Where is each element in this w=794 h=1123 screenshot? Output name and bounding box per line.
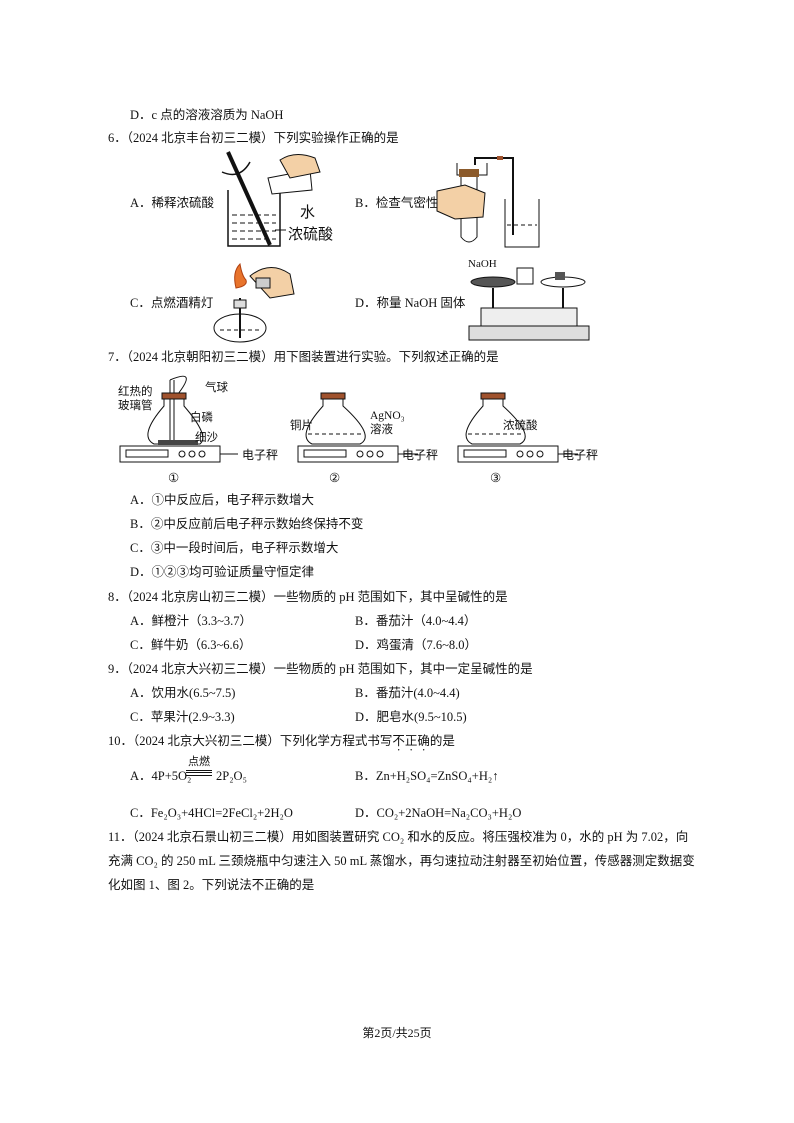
solution-label: 溶液 [370, 424, 393, 436]
page-footer: 第2页/共25页 [362, 1026, 432, 1040]
agno3-label: AgNO₃ [370, 410, 405, 422]
q8-option-d: D．鸡蛋清（7.6~8.0） [355, 638, 478, 652]
q5-option-d: D．c 点的溶液溶质为 NaOH [130, 108, 284, 122]
q11-stem-line-1: 11．（2024 北京石景山初三二模）用如图装置研究 CO₂ 和水的反应。将压强… [108, 830, 689, 844]
water-label: 水 [300, 205, 316, 221]
equals-sign [186, 770, 212, 776]
scale-setups-figure [119, 375, 578, 463]
q6-option-a: A．稀释浓硫酸 [130, 196, 215, 210]
setup-number-3: ③ [490, 471, 502, 485]
q7-option-d: D．①②③均可验证质量守恒定律 [130, 565, 315, 579]
q8-stem: 8．（2024 北京房山初三二模）一些物质的 pH 范围如下，其中呈碱性的是 [108, 590, 508, 604]
q6-option-b: B．检查气密性 [355, 196, 439, 210]
q11-stem-line-3: 化如图 1、图 2。下列说法不正确的是 [108, 878, 315, 892]
q9-option-d: D．肥皂水(9.5~10.5) [355, 710, 467, 724]
q7-option-a: A．①中反应后，电子秤示数增大 [130, 493, 315, 507]
q9-stem: 9．（2024 北京大兴初三二模）一些物质的 pH 范围如下，其中一定呈碱性的是 [108, 662, 533, 676]
balance-figure [468, 267, 590, 341]
q11-stem-line-2: 充满 CO₂ 的 250 mL 三颈烧瓶中匀速注入 50 mL 蒸馏水，再匀速拉… [108, 854, 695, 868]
setup-number-2: ② [329, 471, 341, 485]
q6-option-c: C．点燃酒精灯 [130, 296, 214, 310]
reaction-condition: 点燃 [188, 756, 210, 768]
q10-stem-emphasis: 不正确 [392, 734, 430, 748]
q8-option-c: C．鲜牛奶（6.3~6.6） [130, 638, 252, 652]
q10-stem-post: 的是 [429, 734, 455, 748]
q8-option-b: B．番茄汁（4.0~4.4） [355, 614, 477, 628]
q8-option-a: A．鲜橙汁（3.3~3.7） [130, 614, 253, 628]
q10-option-c: C．Fe₂O₃+4HCl=2FeCl₂+2H₂O [130, 806, 293, 820]
q9-option-a: A．饮用水(6.5~7.5) [130, 686, 236, 700]
conc-acid-label: 浓硫酸 [288, 227, 334, 243]
q7-stem: 7．（2024 北京朝阳初三二模）用下图装置进行实验。下列叙述正确的是 [108, 350, 499, 364]
airtightness-figure [436, 156, 540, 248]
q10-option-d: D．CO₂+2NaOH=Na₂CO₃+H₂O [355, 806, 522, 820]
q9-option-b: B．番茄汁(4.0~4.4) [355, 686, 460, 700]
hot-tube-label-2: 玻璃管 [118, 400, 153, 412]
q10-stem-pre: 10．（2024 北京大兴初三二模）下列化学方程式书写 [108, 734, 393, 748]
scale-label-2: 电子秤 [402, 448, 439, 462]
balloon-label: 气球 [205, 382, 228, 394]
hot-tube-label-1: 红热的 [118, 386, 153, 398]
dilute-acid-figure [221, 151, 321, 247]
q10-stem: 10．（2024 北京大兴初三二模）下列化学方程式书写不正确的是 [108, 733, 455, 754]
scale-label-3: 电子秤 [562, 448, 599, 462]
white-phosphorus-label: 白磷 [190, 412, 213, 424]
alcohol-lamp-figure [213, 262, 295, 343]
setup-number-1: ① [168, 471, 180, 485]
q7-option-b: B．②中反应前后电子秤示数始终保持不变 [130, 517, 364, 531]
q10-option-a-left: A．4P+5O₂ [130, 769, 192, 783]
q7-option-c: C．③中一段时间后，电子秤示数增大 [130, 541, 339, 555]
q10-option-b: B．Zn+H₂SO₄=ZnSO₄+H₂↑ [355, 769, 499, 783]
scale-label-1: 电子秤 [242, 448, 279, 462]
copper-label: 铜片 [290, 420, 313, 432]
q9-option-c: C．苹果汁(2.9~3.3) [130, 710, 235, 724]
q6-stem: 6．（2024 北京丰台初三二模）下列实验操作正确的是 [108, 131, 399, 145]
naoh-label: NaOH [468, 258, 497, 270]
q6-option-d: D．称量 NaOH 固体 [355, 296, 466, 310]
sand-label: 细沙 [195, 432, 218, 444]
conc-acid-label-3: 浓硫酸 [503, 420, 538, 432]
q10-option-a-right: 2P₂O₅ [216, 769, 247, 783]
